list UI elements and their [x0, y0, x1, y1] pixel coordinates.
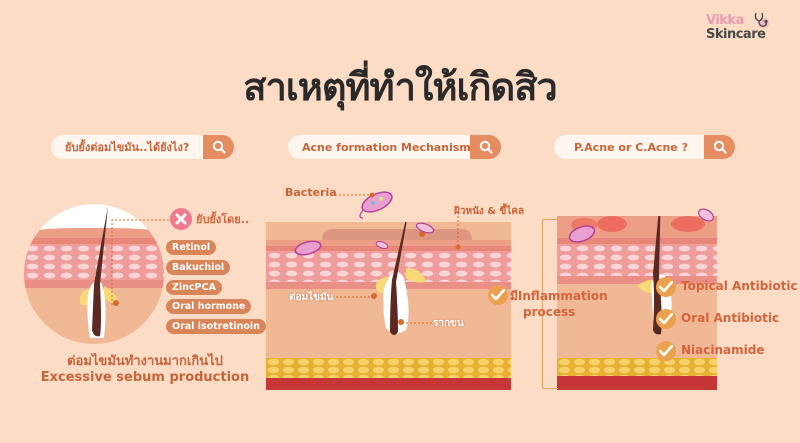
bacteria-icon [375, 241, 389, 249]
search-bar-pacne[interactable]: P.Acne or C.Acne ? [554, 135, 735, 159]
check-icon [656, 277, 676, 297]
treatment-pill: Retinol [166, 240, 217, 255]
label-bacteria: Bacteria [285, 186, 337, 199]
page-title: สาเหตุที่ทำให้เกิดสิว [243, 65, 558, 109]
brand-name-line1: Vikka [706, 13, 744, 28]
skin-circle-diagram [24, 204, 164, 344]
search-button[interactable] [470, 135, 501, 159]
treatment-pill: Oral isotretinoin [166, 319, 266, 334]
connector-line [455, 216, 461, 250]
hair-follicle-illustration [79, 206, 120, 338]
brand-logo: Vikka Skincare [706, 12, 776, 42]
check-icon [656, 309, 676, 329]
hair-follicle-illustration [371, 222, 426, 335]
inflammation-line2: process [523, 305, 576, 319]
bacteria-icon [568, 225, 596, 243]
label-hair-root: รากขน [433, 318, 464, 329]
bracket-line [542, 219, 558, 389]
treatment-label: Oral Antibiotic [681, 311, 780, 325]
treatment-label: Topical Antibiotic [681, 279, 798, 293]
search-icon [479, 140, 493, 154]
search-bar-sebum[interactable]: ยับยั้งต่อมไขมัน..ได้ยังไง? [51, 135, 234, 159]
search-label: ยับยั้งต่อมไขมัน..ได้ยังไง? [51, 135, 203, 159]
bacteria-icon [359, 191, 393, 219]
stethoscope-icon [754, 12, 769, 28]
search-icon [212, 140, 226, 154]
search-label: P.Acne or C.Acne ? [554, 135, 704, 159]
search-bar-mechanism[interactable]: Acne formation Mechanism [288, 135, 501, 159]
inflammation-line1: มีInflammation [510, 289, 608, 303]
search-button[interactable] [203, 135, 234, 159]
inhibit-heading: ยับยั้งโดย.. [170, 208, 249, 230]
treatment-pill: Oral hormone [166, 299, 252, 314]
check-icon [656, 341, 676, 361]
check-icon [488, 285, 508, 305]
search-button[interactable] [704, 135, 735, 159]
label-skin-cells: ผิวหนัง & ขี้ไคล [454, 206, 525, 217]
treatment-label: Niacinamide [681, 343, 765, 357]
label-sebaceous-gland: ต่อมไขมัน [289, 292, 334, 303]
bacteria-icon [415, 222, 435, 234]
caption-en: Excessive sebum production [40, 370, 250, 385]
connector-line [335, 192, 375, 198]
connector-line [336, 296, 372, 298]
search-label: Acne formation Mechanism [288, 135, 471, 159]
connector-line [402, 322, 434, 324]
x-icon [170, 208, 192, 230]
treatment-pill: ZincPCA [166, 280, 222, 295]
brand-name-line2: Skincare [706, 27, 766, 42]
caption-th: ต่อมไขมันทำงานมากเกินไป [67, 354, 223, 369]
connector-line [111, 219, 175, 305]
treatment-pill: Bakuchiol [166, 260, 231, 275]
bacteria-icon [294, 240, 322, 256]
inhibit-heading-text: ยับยั้งโดย.. [196, 213, 250, 226]
search-icon [713, 140, 727, 154]
bacteria-icon [698, 208, 714, 222]
